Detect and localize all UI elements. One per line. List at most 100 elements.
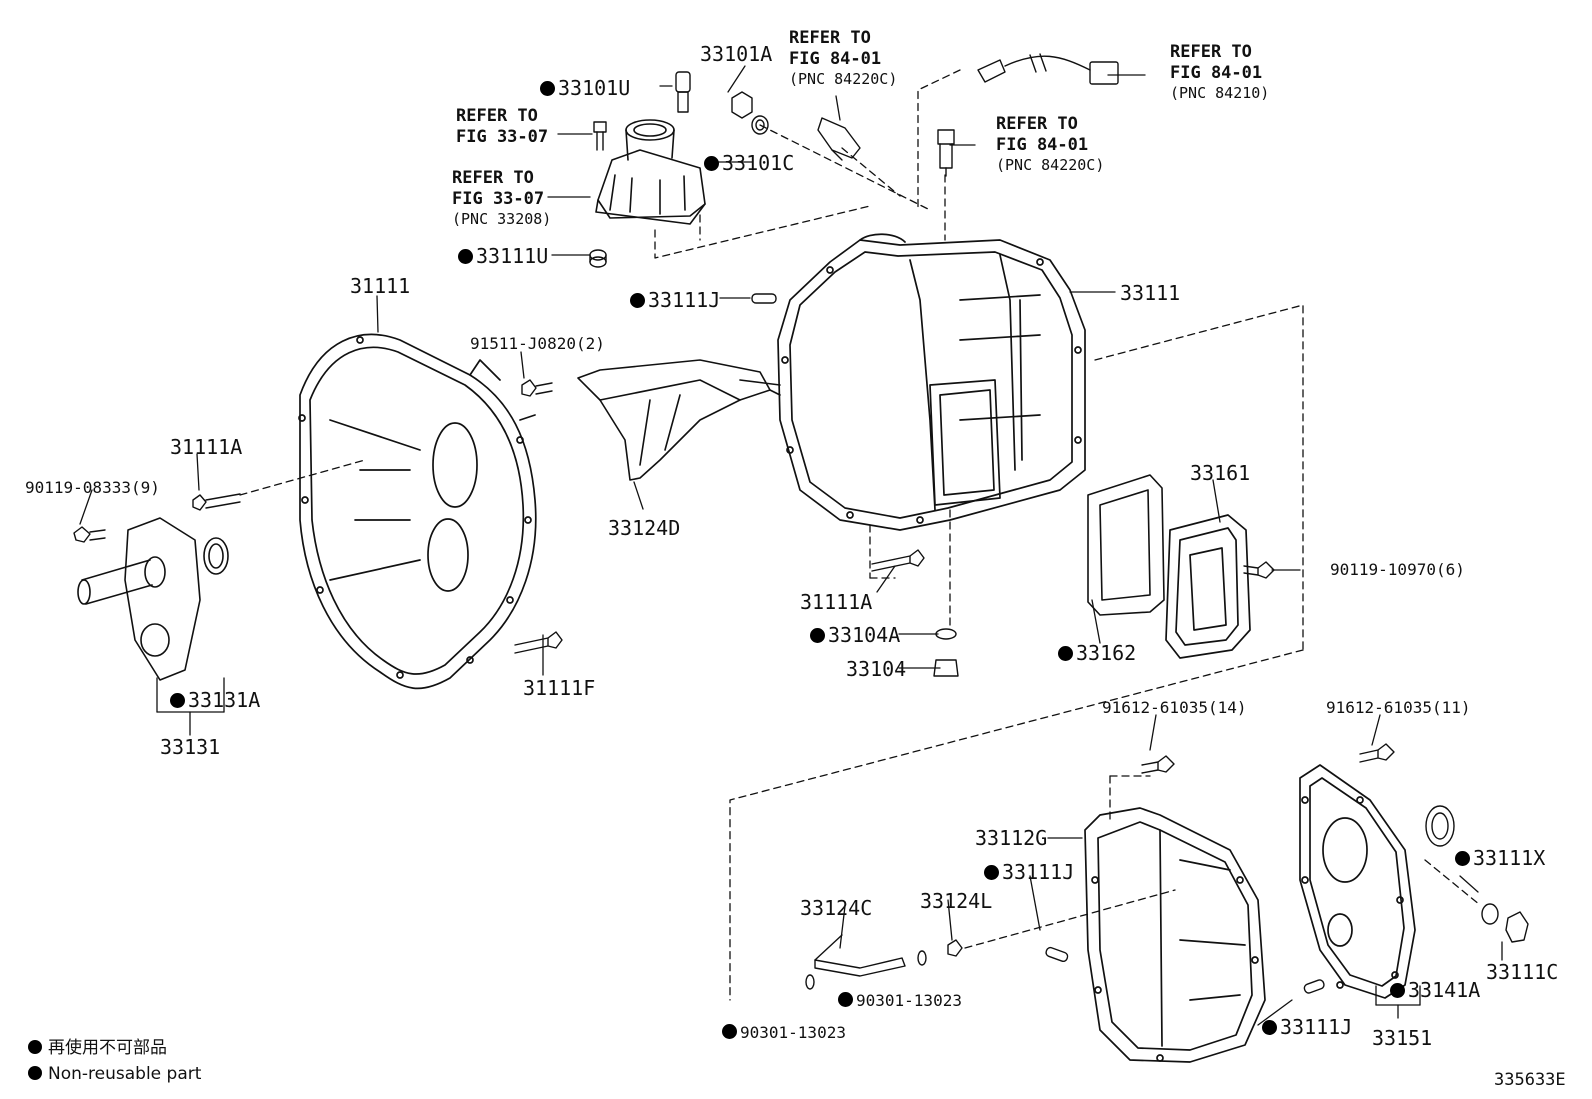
cover-33161 [1165,514,1251,659]
part-label: 33124C [800,896,873,920]
refer-to-fig: FIG 84-01 [996,135,1089,155]
part-label: 33101U [540,78,630,98]
refer-to-text: REFER TO [1170,42,1252,62]
part-label: 33131A [170,690,260,710]
part-label: 33111C [1486,960,1559,984]
non-reusable-marker [838,992,853,1007]
bolts [73,379,1395,774]
legend-marker [28,1066,42,1080]
part-label: 33151 [1372,1026,1433,1050]
speed-sensor-right [937,129,955,177]
leader-lines [79,65,1503,1026]
refer-to-callout: REFER TO FIG 33-07 (PNC 33208) [452,170,551,227]
shift-cover [595,119,706,225]
dashed-assembly-lines [239,69,1481,1001]
refer-to-pnc: (PNC 84220C) [789,70,898,88]
part-label: 33131 [160,735,221,759]
part-label: 90301-13023 [722,1024,846,1041]
non-reusable-marker [704,156,719,171]
sensor-with-cable [977,53,1119,85]
non-reusable-marker [630,293,645,308]
part-label: 33104A [810,625,900,645]
part-number: 33101C [722,151,795,175]
front-bearing-retainer [77,517,201,681]
non-reusable-marker [810,628,825,643]
refer-to-fig: FIG 33-07 [456,127,549,147]
refer-to-callout: REFER TO FIG 84-01 (PNC 84220C) [996,116,1104,173]
part-number: 33111J [1002,860,1075,884]
non-reusable-marker [1262,1020,1277,1035]
gasket-ring-33101C [751,115,769,135]
gasket-33162 [1087,474,1165,616]
part-number: 33111U [476,244,549,268]
legend-en-text: Non-reusable part [48,1064,202,1084]
refer-to-callout: REFER TO FIG 33-07 [456,108,548,146]
refer-to-fig: FIG 33-07 [452,189,545,209]
figure-code: 335633E [1494,1070,1566,1090]
part-number: 90301-13023 [740,1023,846,1042]
part-label: 33111 [1120,281,1181,305]
rear-cover [1299,764,1416,999]
part-label: 90301-13023 [838,992,962,1009]
part-label: 33111J [630,290,720,310]
part-number: 33104A [828,623,901,647]
non-reusable-marker [1058,646,1073,661]
part-label: 33141A [1390,980,1480,1000]
refer-to-pnc: (PNC 33208) [452,210,552,228]
part-label: 33104 [846,657,907,681]
non-reusable-marker [984,865,999,880]
part-number: 33111J [648,288,721,312]
legend-marker [28,1040,42,1054]
speed-sensor-left [817,117,861,161]
refer-to-text: REFER TO [996,114,1078,134]
refer-to-pnc: (PNC 84220C) [996,156,1105,174]
part-label: 31111A [170,435,243,459]
small-parts [751,293,1529,994]
legend-en: Non-reusable part [28,1066,201,1083]
part-label: 33161 [1190,461,1251,485]
oil-seal-33131A [203,537,229,575]
part-label: 90119-08333(9) [25,478,160,497]
part-label: 33111U [458,246,548,266]
part-number: 33131A [188,688,261,712]
part-label: 33124D [608,516,681,540]
part-label: 33112G [975,826,1048,850]
part-label: 90119-10970(6) [1330,560,1465,579]
refer-to-callout: REFER TO FIG 84-01 (PNC 84210) [1170,44,1269,101]
part-label: 91511-J0820(2) [470,334,605,353]
breather-cap [731,91,753,119]
non-reusable-marker [458,249,473,264]
legend-jp: 再使用不可部品 [28,1040,167,1057]
refer-to-text: REFER TO [452,168,534,188]
refer-to-text: REFER TO [789,28,871,48]
part-label: 33111J [1262,1017,1352,1037]
refer-to-pnc: (PNC 84210) [1170,84,1270,102]
extension-housing [1084,807,1266,1063]
breather-plug [675,71,691,113]
part-label: 33101A [700,42,773,66]
bracket [577,359,781,481]
part-number: 33111X [1473,846,1546,870]
part-label: 33162 [1058,643,1136,663]
part-label: 33111X [1455,848,1545,868]
part-number: 33111J [1280,1015,1353,1039]
refer-to-fig: FIG 84-01 [1170,63,1263,83]
non-reusable-marker [1455,851,1470,866]
part-label: 31111F [523,676,596,700]
part-label: 31111 [350,274,411,298]
non-reusable-marker [170,693,185,708]
part-number: 33162 [1076,641,1137,665]
part-label: 33101C [704,153,794,173]
bushing-33111U [589,249,607,268]
non-reusable-marker [722,1024,737,1039]
refer-to-fig: FIG 84-01 [789,49,882,69]
part-label: 91612-61035(14) [1102,698,1247,717]
non-reusable-marker [1390,983,1405,998]
part-number: 33101U [558,76,631,100]
part-label: 33124L [920,889,993,913]
shift-cover-bolt [593,121,607,151]
bell-housing [298,333,537,690]
legend-jp-text: 再使用不可部品 [48,1038,167,1058]
